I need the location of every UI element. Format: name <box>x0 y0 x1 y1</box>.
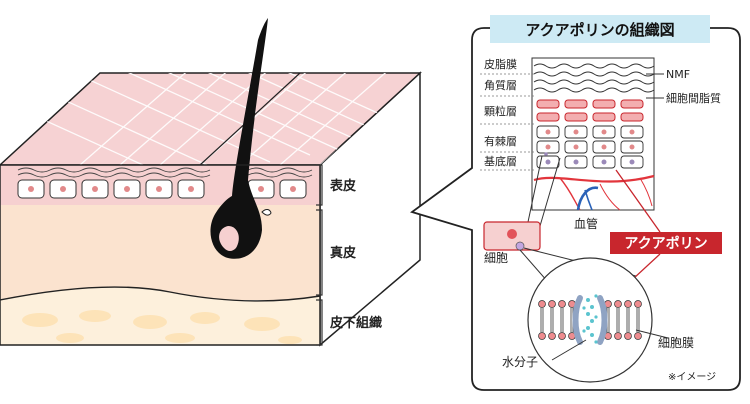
panel-title: アクアポリンの組織図 <box>525 21 674 39</box>
layer-dividers <box>480 73 534 171</box>
label-sebum-membrane: 皮脂膜 <box>484 57 517 71</box>
skin-block <box>0 18 422 347</box>
label-stratum-spinosum: 有棘層 <box>484 134 517 148</box>
label-aquaporin: アクアポリン <box>624 235 707 252</box>
label-dermis: 真皮 <box>330 245 356 261</box>
blood-vessels <box>533 174 655 211</box>
layer-brackets <box>316 164 323 346</box>
label-subcutaneous: 皮下組織 <box>329 315 382 331</box>
label-stratum-corneum: 角質層 <box>484 78 517 92</box>
label-stratum-granulosum: 顆粒層 <box>484 104 517 118</box>
label-blood-vessel: 血管 <box>574 216 598 231</box>
aquaporin-label-box <box>610 232 722 254</box>
hair-follicle <box>210 18 272 259</box>
label-nmf: NMF <box>666 68 690 81</box>
aquaporin-channel-right <box>597 295 608 345</box>
label-stratum-basale: 基底層 <box>484 154 517 168</box>
fat-cells <box>22 310 302 344</box>
front-dermis <box>0 205 320 300</box>
label-intercellular-lipid: 細胞間脂質 <box>666 91 721 105</box>
water-molecules <box>582 294 598 344</box>
membrane-lipids <box>538 294 642 345</box>
label-epidermis: 表皮 <box>329 178 356 194</box>
label-cell: 細胞 <box>484 251 508 265</box>
panel-title-bg <box>490 15 710 43</box>
front-subcutaneous <box>0 286 320 345</box>
label-water-molecule: 水分子 <box>502 355 538 369</box>
aquaporin-channel-left <box>572 295 583 345</box>
magnified-membrane <box>527 257 653 383</box>
label-cell-membrane: 細胞膜 <box>658 336 694 350</box>
label-image-note: ※イメージ <box>668 372 716 383</box>
granular-cells <box>536 99 644 122</box>
